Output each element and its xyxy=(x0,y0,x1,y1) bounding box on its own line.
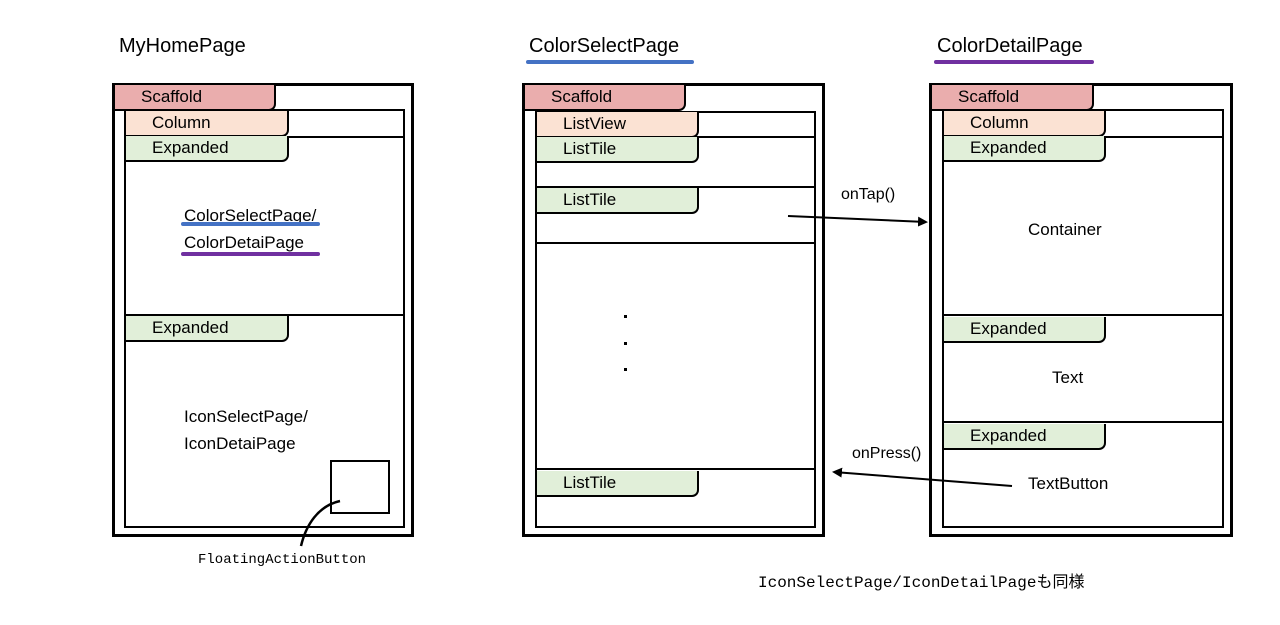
floating-action-button-label: FloatingActionButton xyxy=(198,552,367,568)
color-detail-page-title: ColorDetailPage xyxy=(937,35,1083,57)
detail-divider-3 xyxy=(943,421,1223,423)
ellipsis-dot-2 xyxy=(624,342,627,345)
on-press-arrow xyxy=(832,467,1013,487)
list-tile-tab-2[interactable]: ListTile xyxy=(537,188,699,214)
detail-divider-2 xyxy=(943,314,1223,316)
home-color-pages-label-2: ColorDetaiPage xyxy=(184,233,305,252)
color-detail-title-underline xyxy=(934,60,1094,64)
home-color-pages-label-1: ColorSelectPage/ xyxy=(184,206,317,225)
home-expanded-tab-1: Expanded xyxy=(126,136,289,162)
ellipsis-dot-1 xyxy=(624,315,627,318)
text-button-label[interactable]: TextButton xyxy=(1028,474,1109,493)
color-detail-expanded-tab-3: Expanded xyxy=(944,424,1106,450)
list-divider-4 xyxy=(536,468,815,470)
color-detail-underline xyxy=(181,252,320,256)
home-scaffold-tab: Scaffold xyxy=(113,85,276,111)
color-select-scaffold-tab: Scaffold xyxy=(523,85,686,111)
color-select-page-title: ColorSelectPage xyxy=(529,35,680,57)
ellipsis-dot-3 xyxy=(624,368,627,371)
color-select-title-underline xyxy=(526,60,694,64)
color-select-underline xyxy=(181,222,320,226)
on-tap-label: onTap() xyxy=(841,186,896,203)
home-icon-pages-label-2: IconDetaiPage xyxy=(184,434,296,453)
floating-action-button[interactable] xyxy=(330,460,390,514)
color-detail-expanded-tab-2: Expanded xyxy=(944,317,1106,343)
list-tile-tab-1[interactable]: ListTile xyxy=(537,137,699,163)
text-label: Text xyxy=(1052,368,1084,387)
list-tile-tab-3[interactable]: ListTile xyxy=(537,471,699,497)
color-detail-scaffold-tab: Scaffold xyxy=(930,85,1094,111)
home-icon-pages-label-1: IconSelectPage/ xyxy=(184,407,308,426)
fab-pointer-curve xyxy=(299,499,341,547)
list-divider-3 xyxy=(536,242,815,244)
color-detail-expanded-tab-1: Expanded xyxy=(944,136,1106,162)
list-divider-2 xyxy=(536,186,815,188)
footnote: IconSelectPage/IconDetailPageも同様 xyxy=(758,574,1085,592)
on-tap-arrow xyxy=(787,215,928,227)
home-expanded-tab-2: Expanded xyxy=(126,316,289,342)
home-expanded-divider xyxy=(125,314,404,316)
container-label: Container xyxy=(1028,220,1102,239)
home-page-title: MyHomePage xyxy=(119,35,246,57)
on-press-label: onPress() xyxy=(852,445,922,462)
